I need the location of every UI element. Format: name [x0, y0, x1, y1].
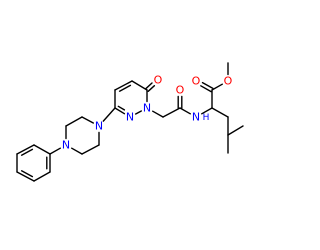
double-bond-line: [201, 81, 214, 90]
bond-layer: [16, 62, 244, 182]
double-bond-line: [145, 82, 153, 90]
nitrogen-atom-piperazine-n1: N: [62, 139, 70, 152]
ring-inner-double-bond-line: [20, 148, 34, 156]
single-bond: [151, 110, 164, 118]
single-bond: [134, 110, 143, 115]
hydrogen-atom-amide: H: [203, 113, 210, 123]
oxygen-atom-ester-ether: O: [224, 75, 233, 88]
single-bond: [102, 107, 116, 122]
single-bond: [81, 116, 95, 124]
oxygen-atom-amide: O: [176, 84, 185, 97]
ring-bond: [16, 144, 35, 155]
single-bond: [33, 144, 51, 155]
canvas-background: [0, 0, 250, 250]
nitrogen-atom-amide: N: [192, 111, 200, 124]
ring-inner-double-bond-line: [20, 170, 34, 178]
single-bond: [162, 107, 181, 118]
single-bond: [211, 107, 229, 118]
single-bond: [70, 147, 83, 155]
single-bond: [81, 144, 100, 155]
ring-bond: [16, 171, 35, 182]
single-bond: [211, 83, 224, 91]
ring-inner-double-bond-line: [117, 105, 126, 111]
double-bond-line: [200, 85, 212, 93]
nitrogen-atom-piperazine-n4: N: [95, 120, 103, 133]
nitrogen-atom-ring-n2: N: [126, 111, 134, 124]
single-bond: [65, 116, 83, 127]
single-bond: [179, 107, 192, 115]
oxygen-atom-ester-carbonyl: O: [192, 75, 201, 88]
single-bond: [49, 147, 61, 155]
ring-bond: [114, 80, 133, 91]
oxygen-atom-ring-carbonyl: O: [154, 74, 163, 87]
single-bond: [131, 80, 148, 91]
single-bond: [33, 171, 51, 182]
single-bond: [227, 125, 244, 136]
single-bond: [200, 107, 213, 115]
ring-inner-double-bond-line: [118, 84, 132, 92]
ring-bond: [114, 107, 126, 115]
double-bond-line: [147, 84, 156, 93]
nitrogen-atom-ring-n1: N: [143, 102, 151, 115]
